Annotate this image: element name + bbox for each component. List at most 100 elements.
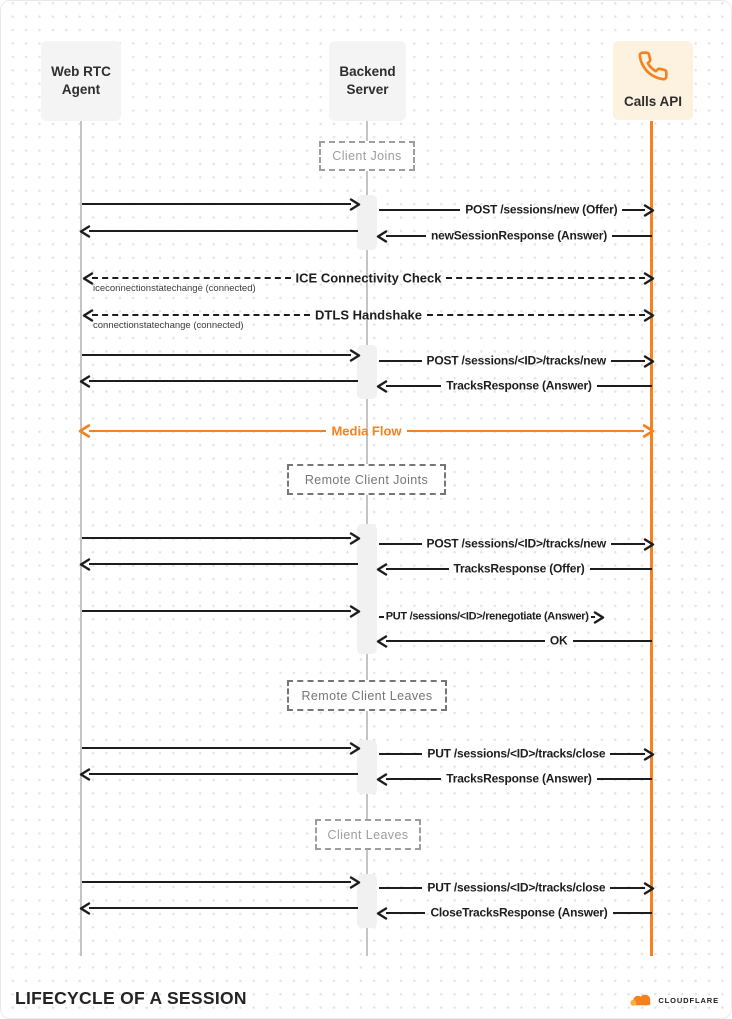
lifeline-calls-api [650,121,653,956]
activation-bar [357,740,377,794]
arrowhead-right-icon [642,203,655,217]
message-label: POST /sessions/new (Offer) [465,202,618,217]
section-label: Client Joins [332,149,402,163]
arrowhead-left-icon [376,772,389,786]
arrowhead-right-icon [348,197,361,211]
actor-label: Backend [339,63,396,79]
message-label: DTLS Handshake [315,307,422,322]
arrowhead-right-icon [642,537,655,551]
message-tracks-response-answer-2: TracksResponse (Answer) [376,771,652,786]
actor-label: Calls API [623,93,683,109]
arrowhead-right-icon [592,610,605,624]
arrowhead-right-icon [348,604,361,618]
arrowhead-left-icon [79,374,92,388]
message-new-session-response: newSessionResponse (Answer) [376,228,653,243]
message-label: Media Flow [331,423,402,438]
message-label: newSessionResponse (Answer) [431,228,607,243]
message-arrow-backend-to-agent [79,374,358,388]
cloudflare-wordmark: CLOUDFLARE [658,996,719,1005]
section-remote-client-leaves: Remote Client Leaves [287,680,447,711]
arrowhead-right-icon [641,424,655,438]
message-ok: OK [376,633,652,648]
message-label: TracksResponse (Answer) [446,771,592,786]
message-label: TracksResponse (Offer) [453,561,585,576]
phone-icon [637,50,669,87]
message-dtls-handshake: DTLS Handshake [82,307,655,322]
actor-label: Web RTC [51,63,111,79]
arrowhead-right-icon [348,741,361,755]
actor-label: Server [346,82,389,97]
message-arrow-backend-to-agent [79,557,358,571]
arrowhead-left-icon [82,271,95,285]
arrowhead-left-icon [79,557,92,571]
activation-bar [357,874,377,928]
message-arrow-backend-to-agent [79,901,358,915]
section-client-joins: Client Joins [319,141,415,171]
message-label: POST /sessions/<ID>/tracks/new [426,536,607,551]
arrowhead-left-icon [79,224,92,238]
cloudflare-cloud-icon [630,994,651,1006]
message-label: PUT /sessions/<ID>/tracks/close [427,746,606,761]
activation-bar [357,345,377,399]
arrowhead-left-icon [82,308,95,322]
message-media-flow: Media Flow [78,423,655,438]
message-label: ICE Connectivity Check [295,270,442,285]
section-label: Remote Client Joints [304,472,429,487]
arrowhead-right-icon [642,271,655,285]
arrowhead-right-icon [642,354,655,368]
section-remote-client-joints: Remote Client Joints [287,464,446,495]
page-title: LIFECYCLE OF A SESSION [15,988,247,1008]
message-label: PUT /sessions/<ID>/renegotiate (Answer) [385,610,589,623]
section-label: Remote Client Leaves [301,688,433,703]
arrowhead-right-icon [642,747,655,761]
message-put-renegotiate: PUT /sessions/<ID>/renegotiate (Answer) [379,610,652,624]
lifeline-webrtc-agent [80,121,82,956]
cloudflare-logo: CLOUDFLARE [628,992,719,1009]
arrowhead-left-icon [376,379,389,393]
actor-webrtc-agent: Web RTC Agent [41,41,121,121]
arrowhead-right-icon [642,881,655,895]
message-label: TracksResponse (Answer) [446,378,592,393]
message-tracks-response-offer: TracksResponse (Offer) [376,561,653,576]
arrowhead-left-icon [79,767,92,781]
message-label: PUT /sessions/<ID>/tracks/close [427,880,606,895]
message-arrow-backend-to-agent [79,224,358,238]
arrowhead-left-icon [78,424,92,438]
arrowhead-left-icon [79,901,92,915]
actor-calls-api: Calls API [613,41,693,120]
arrowhead-right-icon [642,308,655,322]
message-post-tracks-new-1: POST /sessions/<ID>/tracks/new [379,353,655,368]
message-put-tracks-close-2: PUT /sessions/<ID>/tracks/close [379,880,655,895]
message-arrow-agent-to-backend [82,531,361,545]
arrowhead-left-icon [376,562,389,576]
arrowhead-left-icon [376,906,389,920]
dtls-event-sublabel: connectionstatechange (connected) [93,320,244,331]
activation-bar [357,524,377,654]
message-label: OK [549,633,568,648]
message-ice-connectivity-check: ICE Connectivity Check [82,270,655,285]
arrowhead-left-icon [376,634,389,648]
message-arrow-agent-to-backend [82,875,361,889]
message-arrow-backend-to-agent [79,767,358,781]
message-put-tracks-close-1: PUT /sessions/<ID>/tracks/close [379,746,655,761]
message-close-tracks-response: CloseTracksResponse (Answer) [376,905,653,920]
message-label: CloseTracksResponse (Answer) [430,905,608,920]
activation-bar [357,195,377,250]
actor-label: Agent [61,82,101,97]
arrowhead-right-icon [348,875,361,889]
arrowhead-right-icon [348,531,361,545]
message-arrow-agent-to-backend [82,741,361,755]
message-post-sessions-new: POST /sessions/new (Offer) [379,202,655,217]
actor-backend-server: Backend Server [329,41,406,121]
message-arrow-agent-to-backend [82,348,361,362]
message-arrow-agent-to-backend [82,197,361,211]
message-arrow-agent-to-backend [82,604,361,618]
ice-event-sublabel: iceconnectionstatechange (connected) [93,283,256,294]
section-label: Client Leaves [327,827,409,842]
arrowhead-left-icon [376,229,389,243]
message-label: POST /sessions/<ID>/tracks/new [426,353,607,368]
message-tracks-response-answer-1: TracksResponse (Answer) [376,378,652,393]
message-post-tracks-new-2: POST /sessions/<ID>/tracks/new [379,536,655,551]
section-client-leaves: Client Leaves [315,819,421,850]
